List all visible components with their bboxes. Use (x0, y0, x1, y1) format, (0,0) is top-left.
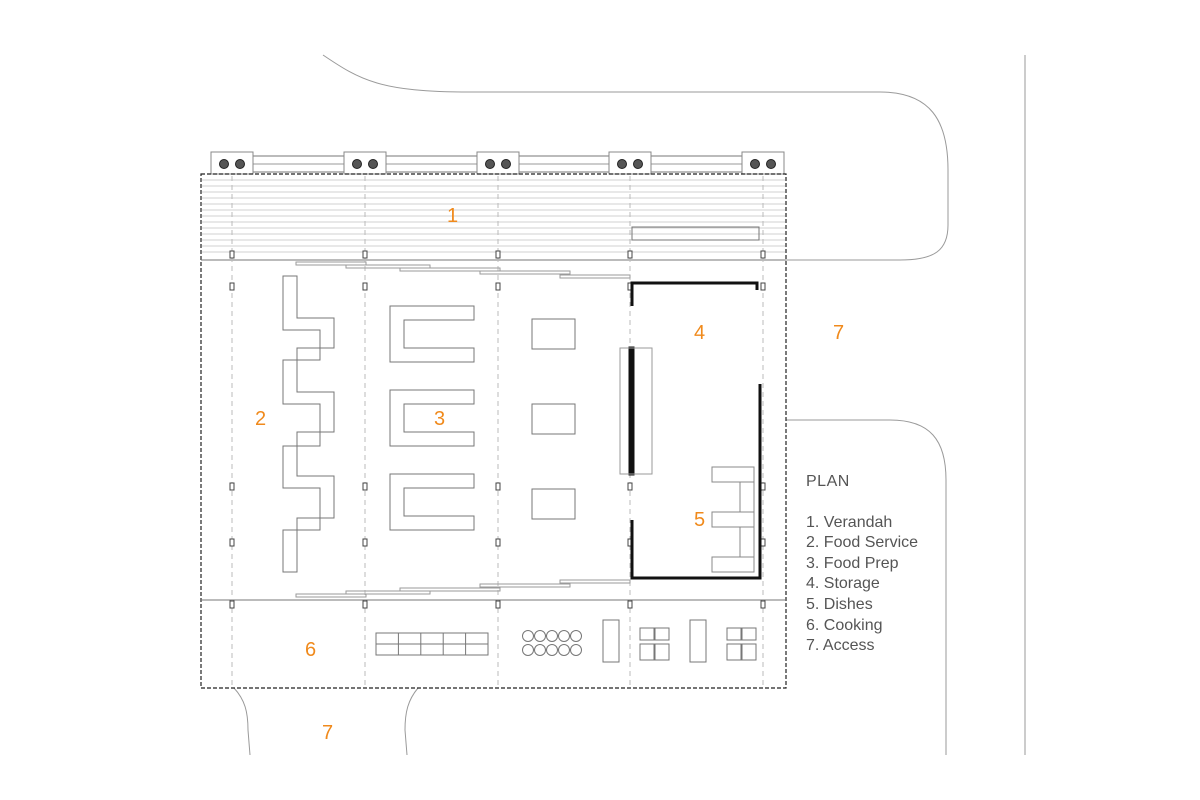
verandah-decking (202, 179, 785, 253)
cooking-range (375, 632, 489, 656)
building-outline (200, 173, 787, 689)
post (495, 282, 501, 291)
post (362, 282, 368, 291)
post (760, 538, 766, 547)
post (760, 250, 766, 259)
footing-bolt (352, 159, 362, 169)
footing-bolt (219, 159, 229, 169)
footing-bolt (633, 159, 643, 169)
footing-bolt (485, 159, 495, 169)
post (627, 482, 633, 491)
structural-grid (229, 176, 766, 686)
post (229, 538, 235, 547)
zone-label-access-right: 7 (833, 322, 844, 344)
zone-label-storage: 4 (694, 322, 705, 344)
footing-bolt (368, 159, 378, 169)
burner (546, 644, 558, 656)
post (495, 250, 501, 259)
sliding-screens (295, 261, 631, 598)
post (627, 600, 633, 609)
access-path-bottom-left (233, 687, 251, 756)
footing-bolt (501, 159, 511, 169)
prep-tables (531, 318, 576, 520)
cooking-burners (522, 630, 582, 656)
column-footing (343, 151, 387, 175)
footing-bolt (766, 159, 776, 169)
post (760, 282, 766, 291)
legend-title: PLAN (806, 473, 850, 490)
column-footing (741, 151, 785, 175)
footing-bolt (235, 159, 245, 169)
burner (534, 644, 546, 656)
post (627, 250, 633, 259)
post (362, 600, 368, 609)
burner (522, 630, 534, 642)
legend-item: 2. Food Service (806, 534, 919, 552)
access-path-bottom-right (404, 687, 419, 756)
burner (570, 630, 582, 642)
access-path-lower (786, 419, 947, 755)
burner (522, 644, 534, 656)
food-service-counter (282, 275, 335, 573)
footing-bolt (617, 159, 627, 169)
legend-item: 3. Food Prep (806, 554, 899, 572)
post (229, 250, 235, 259)
verandah-bench (631, 226, 760, 241)
burner (558, 630, 570, 642)
plan-legend: PLAN 1. Verandah 2. Food Service 3. Food… (806, 472, 918, 657)
column-footing (476, 151, 520, 175)
post (760, 482, 766, 491)
column-footing (210, 151, 254, 175)
legend-item: 4. Storage (806, 575, 880, 593)
storage-shelf (619, 347, 653, 475)
post (362, 482, 368, 491)
dish-sinks (711, 466, 755, 573)
burner (534, 630, 546, 642)
zone-label-dishes: 5 (694, 509, 705, 531)
post (495, 538, 501, 547)
legend-item: 6. Cooking (806, 616, 883, 634)
legend-item: 5. Dishes (806, 595, 873, 613)
legend-item: 1. Verandah (806, 513, 893, 531)
zone-label-food-service: 2 (255, 408, 266, 430)
column-footing (608, 151, 652, 175)
post (362, 250, 368, 259)
access-path-upper (322, 54, 949, 261)
post (229, 282, 235, 291)
post (495, 482, 501, 491)
footing-bolt (750, 159, 760, 169)
post (229, 482, 235, 491)
legend-list: 1. Verandah 2. Food Service 3. Food Prep… (806, 513, 918, 657)
storage-room-walls (619, 281, 762, 580)
cooking-stations (602, 619, 757, 663)
legend-item: 7. Access (806, 637, 875, 655)
burner (558, 644, 570, 656)
zone-label-access-bottom: 7 (322, 722, 333, 744)
burner (546, 630, 558, 642)
burner (570, 644, 582, 656)
zone-label-cooking: 6 (305, 639, 316, 661)
post (760, 600, 766, 609)
post (229, 600, 235, 609)
zone-label-verandah: 1 (447, 205, 458, 227)
zone-label-food-prep: 3 (434, 408, 445, 430)
column-footing-group (210, 151, 785, 175)
food-prep-counters (389, 305, 475, 531)
post (362, 538, 368, 547)
post (495, 600, 501, 609)
